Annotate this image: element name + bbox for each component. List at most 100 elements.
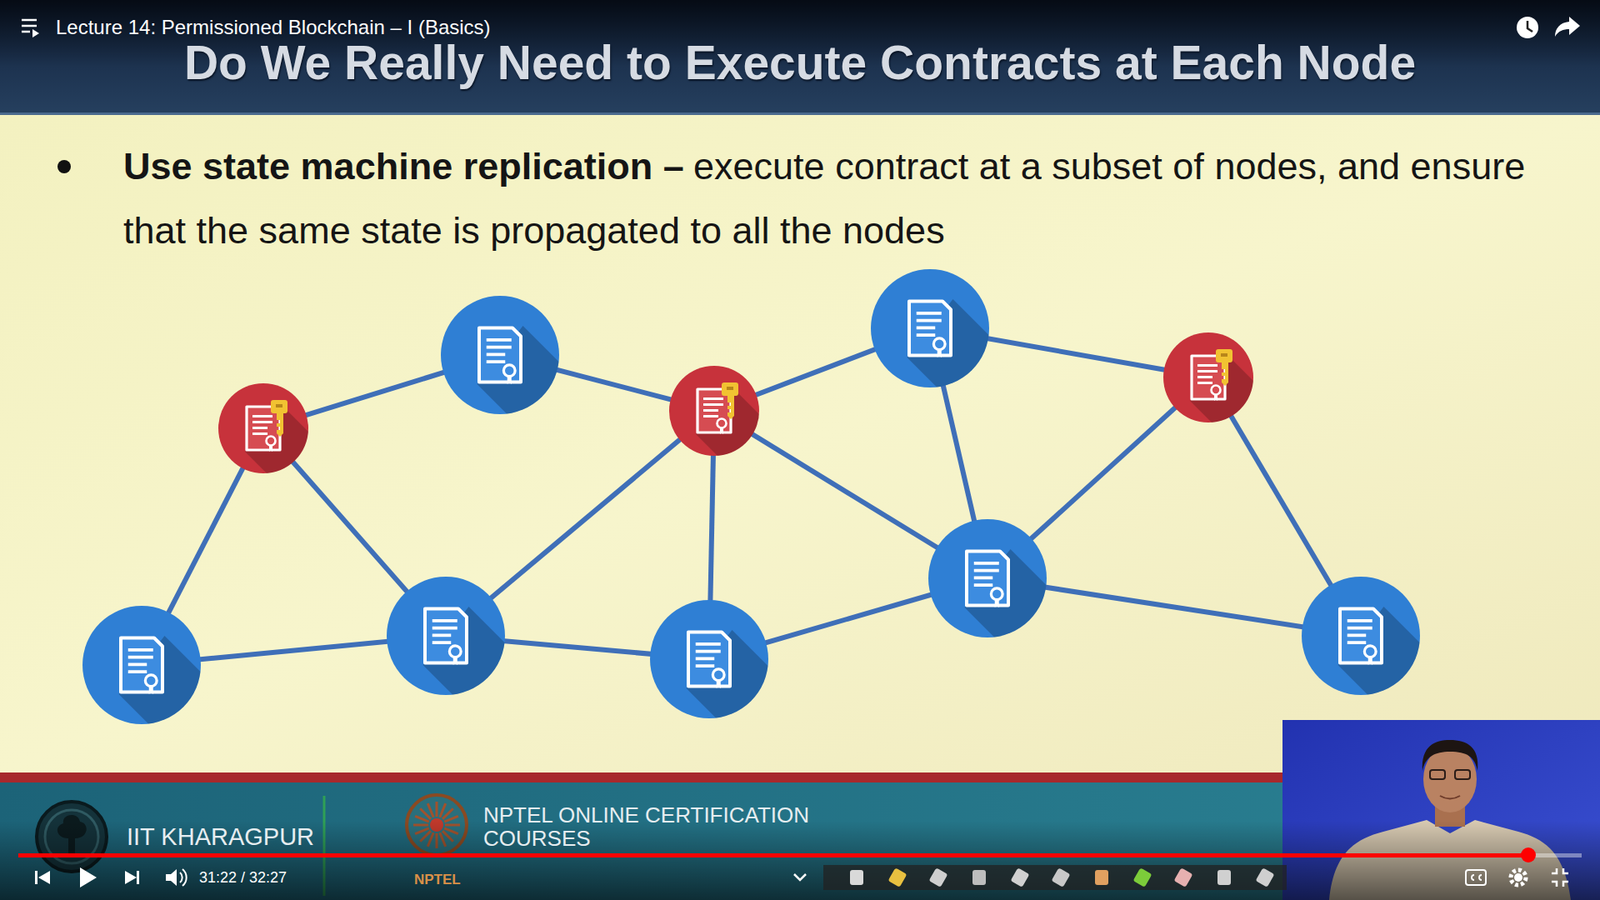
toolbar-icon xyxy=(929,867,949,888)
progress-track xyxy=(18,853,1582,858)
toolbar-icon xyxy=(1095,870,1109,885)
document-line xyxy=(1197,381,1213,385)
document-ribbon xyxy=(507,375,512,385)
node-inner xyxy=(695,387,850,551)
long-shadow xyxy=(119,635,282,811)
progress-played xyxy=(18,853,1529,858)
document-ribbon xyxy=(995,599,1000,608)
document-icon xyxy=(1340,609,1382,666)
document-line xyxy=(432,626,458,630)
bullet-dot xyxy=(57,160,71,174)
node-inner xyxy=(907,299,1070,475)
document-line xyxy=(703,397,724,400)
title-bar-edge xyxy=(0,112,1600,115)
key-head xyxy=(1215,349,1233,363)
endorser-node xyxy=(218,383,399,569)
peer-node xyxy=(650,600,850,805)
document-line xyxy=(252,426,268,430)
document-line xyxy=(486,345,512,350)
long-shadow xyxy=(965,549,1128,725)
document-line xyxy=(432,640,452,645)
peer-node xyxy=(870,269,1070,475)
next-button xyxy=(125,870,137,885)
document-seal xyxy=(1364,645,1376,658)
toolbar-icon xyxy=(850,870,864,885)
institute-name: IIT KHARAGPUR xyxy=(126,823,315,850)
title-bar xyxy=(0,0,1600,115)
key-shaft xyxy=(727,395,735,420)
peer-node xyxy=(82,605,282,811)
document-icon xyxy=(120,638,163,695)
document-page xyxy=(966,551,1009,606)
toolbar-icon xyxy=(972,870,986,885)
document-seal xyxy=(933,338,945,350)
document-line xyxy=(974,561,1000,565)
document-line xyxy=(695,650,721,654)
toolbar-background xyxy=(823,865,1287,890)
key-head xyxy=(721,382,739,396)
endorser-node xyxy=(1163,332,1344,518)
document-line xyxy=(128,670,148,674)
document-icon xyxy=(966,551,1009,609)
document-line xyxy=(703,409,719,412)
watch-later-hands xyxy=(1527,20,1533,32)
toolbar-icon xyxy=(1010,867,1030,888)
document-icon xyxy=(425,609,467,666)
document-ribbon xyxy=(1368,656,1373,665)
key-icon xyxy=(1215,349,1233,386)
toolbar-icon xyxy=(1217,870,1231,885)
document-seal xyxy=(990,588,1003,600)
document-line xyxy=(974,576,994,580)
node-inner xyxy=(1190,354,1344,518)
play-button xyxy=(80,867,97,888)
document-ribbon xyxy=(937,349,942,358)
exit-fullscreen-button xyxy=(1551,868,1569,887)
document-line xyxy=(974,583,994,587)
bullet-lead: Use state machine replication – xyxy=(123,145,685,188)
document-seal xyxy=(1211,385,1221,395)
previous-button-bar xyxy=(35,870,38,885)
document-line xyxy=(1347,619,1373,623)
document-line xyxy=(486,353,506,357)
presenter-hair xyxy=(1422,740,1479,771)
peer-node xyxy=(440,295,640,501)
player-bottom-shade xyxy=(0,820,1600,900)
long-shadow xyxy=(477,325,640,501)
document-seal xyxy=(145,675,157,687)
document-seal xyxy=(449,645,461,658)
document-line xyxy=(252,432,268,435)
chevron-icon xyxy=(794,874,806,880)
node-inner xyxy=(119,635,282,811)
document-seal xyxy=(266,436,276,446)
document-seal xyxy=(712,669,725,681)
document-line xyxy=(432,634,452,638)
document-ribbon xyxy=(716,680,721,689)
document-line xyxy=(486,338,512,342)
playlist-play xyxy=(32,29,40,38)
document-line xyxy=(128,663,148,667)
key-shaft xyxy=(1221,362,1229,386)
long-shadow xyxy=(907,299,1070,475)
document-line xyxy=(128,655,154,660)
document-ribbon xyxy=(720,427,724,435)
document-seal xyxy=(503,365,515,377)
node-inner xyxy=(477,325,640,501)
logo-ray xyxy=(435,801,439,817)
key-slot xyxy=(1220,353,1228,357)
document-line xyxy=(128,648,154,652)
document-line xyxy=(974,569,1000,573)
document-line xyxy=(1347,626,1373,630)
bullet-text: Use state machine replication –execute c… xyxy=(123,134,1578,263)
settings-gear xyxy=(1510,870,1526,885)
watch-later-icon xyxy=(1516,16,1539,39)
document-line xyxy=(252,415,273,418)
document-line xyxy=(1197,370,1218,373)
previous-button xyxy=(38,870,50,885)
document-page xyxy=(120,638,163,693)
key-icon xyxy=(721,382,739,420)
key-head xyxy=(270,400,288,414)
document-line xyxy=(916,333,936,337)
document-line xyxy=(1197,375,1213,379)
player-controls xyxy=(35,867,1569,888)
